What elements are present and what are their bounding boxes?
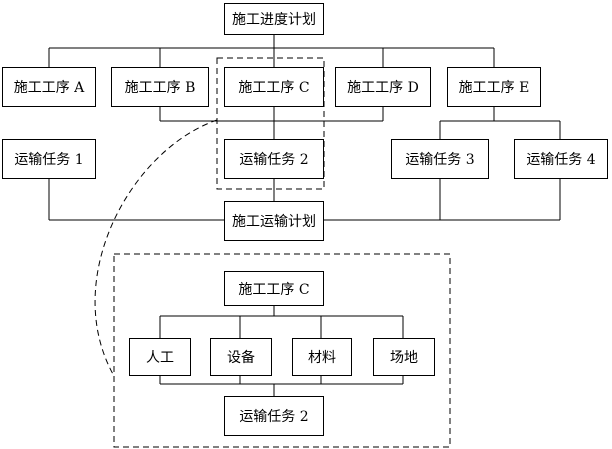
highlight-dashed-frame	[216, 57, 325, 190]
resource-node-equipment: 设备	[210, 338, 272, 376]
task-node-1: 运输任务 1	[2, 139, 96, 179]
resource-node-site: 场地	[373, 338, 435, 376]
detail-task-node: 运输任务 2	[224, 396, 324, 436]
resource-node-materials: 材料	[292, 338, 352, 376]
process-node-a: 施工工序 A	[2, 67, 96, 107]
plan-node: 施工进度计划	[224, 3, 324, 35]
task-node-3: 运输任务 3	[391, 139, 489, 179]
detail-process-node: 施工工序 C	[224, 271, 324, 306]
process-node-b: 施工工序 B	[111, 67, 209, 107]
zoom-dashed-curve	[94, 119, 218, 377]
task-node-2: 运输任务 2	[224, 139, 324, 179]
transport-plan-node: 施工运输计划	[224, 201, 324, 241]
process-node-e: 施工工序 E	[447, 67, 541, 107]
process-node-d: 施工工序 D	[335, 67, 431, 107]
resource-node-labor: 人工	[129, 338, 191, 376]
process-node-c: 施工工序 C	[224, 67, 324, 107]
task-node-4: 运输任务 4	[514, 139, 608, 179]
detail-dashed-frame	[113, 253, 451, 448]
